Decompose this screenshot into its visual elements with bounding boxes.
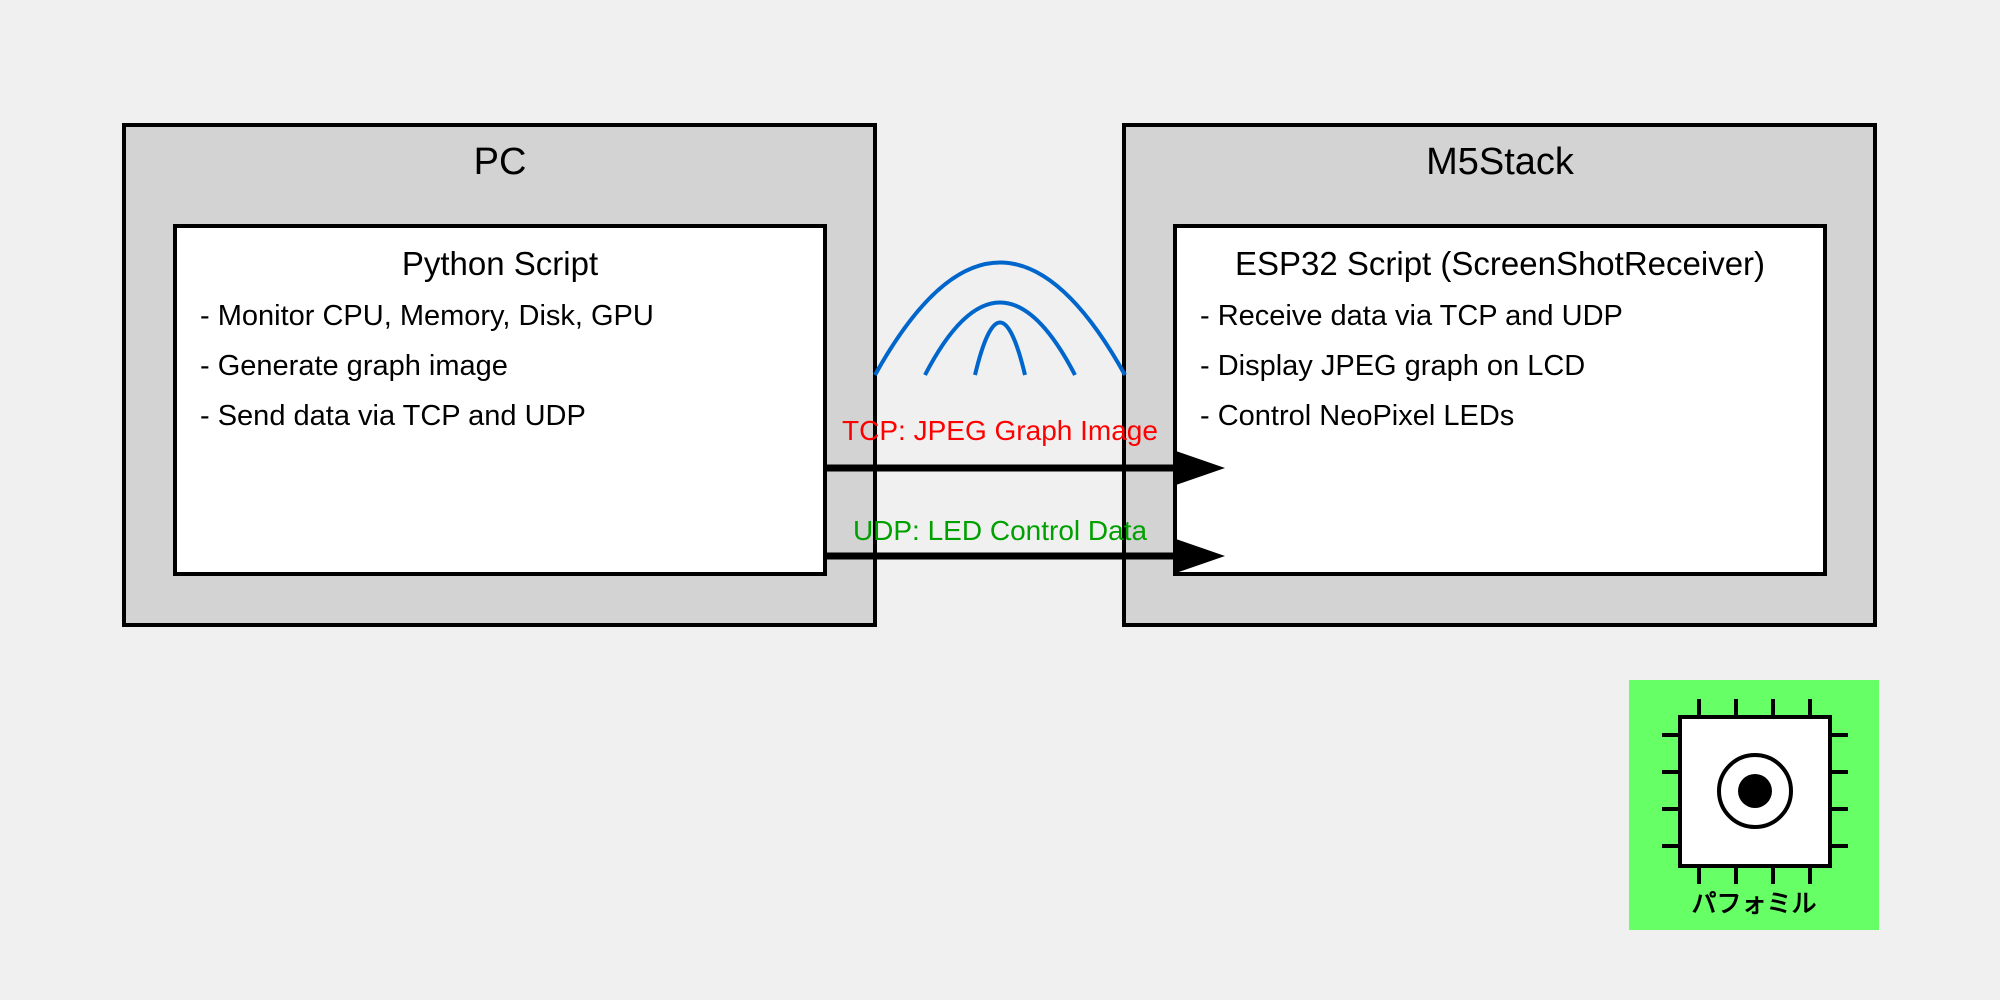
esp32-script-box: ESP32 Script (ScreenShotReceiver) - Rece… [1173, 224, 1827, 576]
python-script-box: Python Script - Monitor CPU, Memory, Dis… [173, 224, 827, 576]
wifi-arc-inner [973, 320, 1027, 376]
esp32-script-item: - Receive data via TCP and UDP [1200, 300, 1623, 332]
tcp-arrowhead [1173, 450, 1225, 486]
m5stack-container: M5Stack ESP32 Script (ScreenShotReceiver… [1122, 123, 1877, 627]
python-script-rect [173, 224, 827, 576]
tcp-connection: TCP: JPEG Graph Image [825, 415, 1225, 486]
python-script-item: - Generate graph image [200, 350, 508, 382]
wifi-arc-outer [873, 260, 1127, 376]
logo: パフォミル [1629, 680, 1879, 930]
pc-title: PC [474, 141, 527, 183]
esp32-script-item: - Display JPEG graph on LCD [1200, 350, 1585, 382]
wifi-arc-middle [923, 300, 1077, 376]
esp32-script-rect [1173, 224, 1827, 576]
logo-label: パフォミル [1691, 889, 1816, 918]
wifi-signal-icon [873, 260, 1127, 376]
python-script-item: - Send data via TCP and UDP [200, 400, 586, 432]
pc-container: PC Python Script - Monitor CPU, Memory, … [122, 123, 877, 627]
m5stack-title: M5Stack [1426, 141, 1575, 183]
esp32-script-item: - Control NeoPixel LEDs [1200, 400, 1514, 432]
udp-label: UDP: LED Control Data [853, 515, 1148, 546]
python-script-item: - Monitor CPU, Memory, Disk, GPU [200, 300, 654, 332]
chip-icon [1662, 699, 1848, 884]
esp32-script-title: ESP32 Script (ScreenShotReceiver) [1235, 245, 1765, 282]
udp-connection: UDP: LED Control Data [825, 515, 1225, 574]
tcp-label: TCP: JPEG Graph Image [842, 415, 1158, 446]
python-script-title: Python Script [402, 245, 598, 282]
udp-arrowhead [1173, 538, 1225, 574]
